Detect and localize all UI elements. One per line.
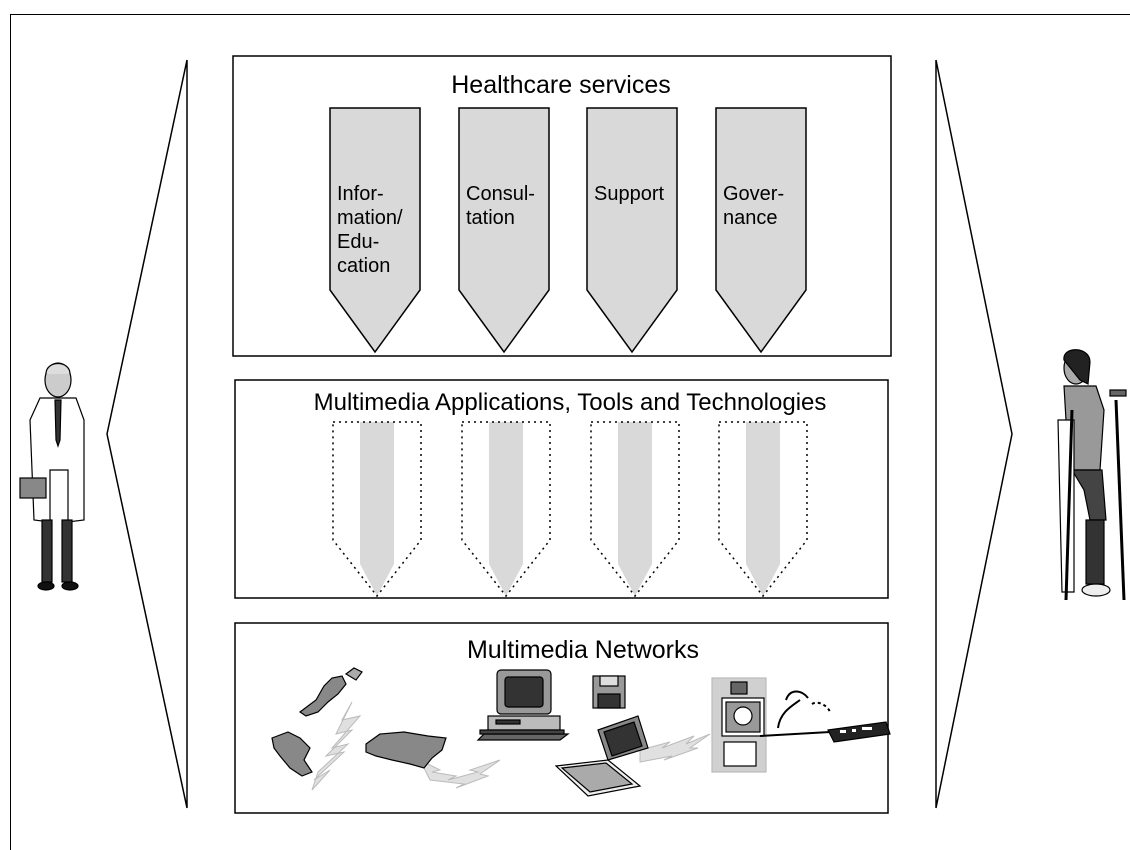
- laptop-icon: [554, 715, 649, 797]
- video-terminal-icon: [711, 677, 831, 773]
- left-arrow-shape: [106, 59, 188, 809]
- lightning-link-icon: [311, 701, 711, 791]
- service-arrows-group: Infor-mation/Edu-cation Consul-tation Supp…: [329, 107, 807, 354]
- service-label-1: Infor-mation/Edu-cation: [337, 183, 403, 277]
- application-arrow-4: [718, 421, 808, 598]
- service-label-4: Gover-nance: [723, 183, 784, 229]
- service-label-2: Consul-tation: [466, 183, 535, 229]
- floppy-disk-icon: [592, 675, 626, 709]
- patient-on-crutches-icon: [1057, 349, 1127, 601]
- applications-panel: Multimedia Applications, Tools and Techn…: [234, 379, 889, 599]
- service-label-3: Support: [594, 183, 664, 205]
- world-map-icon: [271, 667, 447, 777]
- application-arrow-2: [461, 421, 551, 598]
- networks-title: Multimedia Networks: [467, 636, 699, 664]
- diagram-frame: [10, 14, 1130, 850]
- router-modem-icon: [777, 690, 891, 743]
- service-arrow-3: Support: [586, 107, 678, 354]
- networks-panel: Multimedia Networks: [234, 622, 889, 814]
- doctor-icon: [19, 362, 85, 591]
- application-arrow-1: [332, 421, 422, 598]
- service-arrow-4: Gover-nance: [715, 107, 807, 354]
- right-arrow-shape: [935, 59, 1013, 809]
- service-arrow-2: Consul-tation: [458, 107, 550, 354]
- application-arrows-group: [332, 421, 808, 598]
- desktop-computer-icon: [476, 669, 570, 741]
- healthcare-services-title: Healthcare services: [451, 71, 671, 99]
- applications-title: Multimedia Applications, Tools and Techn…: [314, 389, 827, 416]
- application-arrow-3: [590, 421, 680, 598]
- service-arrow-1: Infor-mation/Edu-cation: [329, 107, 421, 354]
